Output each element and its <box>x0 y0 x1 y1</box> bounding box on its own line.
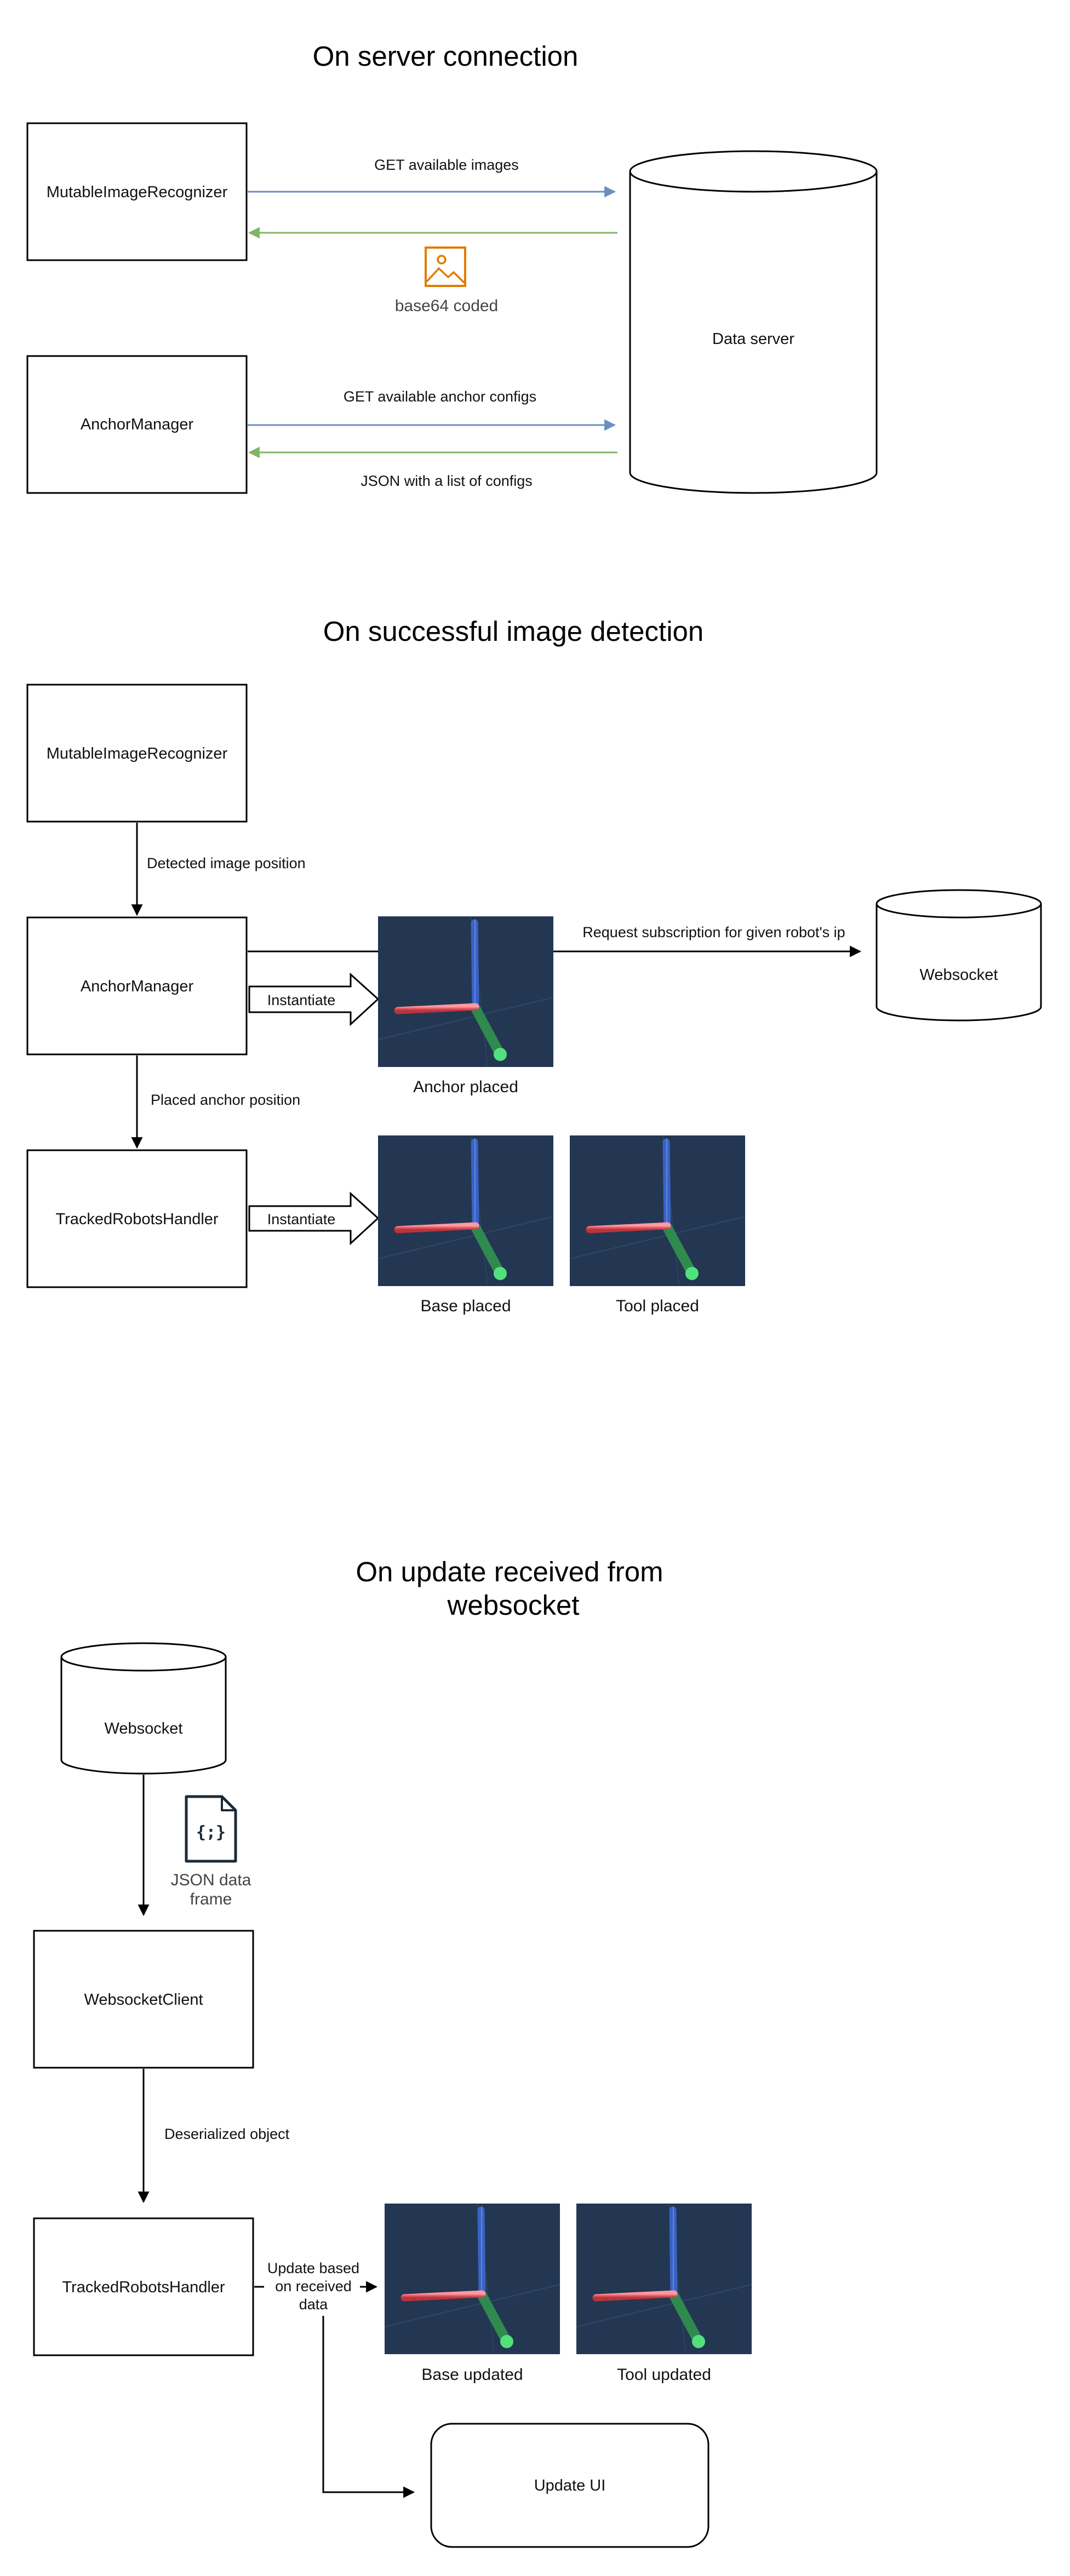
box-label: TrackedRobotsHandler <box>55 1210 218 1228</box>
mutable-image-recognizer-box-1: MutableImageRecognizer <box>26 122 248 261</box>
instantiate-arrow-2: Instantiate <box>248 1191 380 1246</box>
edge-label: on received <box>275 2278 352 2294</box>
tool-placed-caption: Tool placed <box>616 1297 699 1315</box>
section-3-title-line1: On update received from <box>356 1556 663 1587</box>
json-frame-label-line1: JSON data <box>171 1871 251 1889</box>
websocket-client-box: WebsocketClient <box>33 1930 254 2069</box>
update-ui-box: Update UI <box>430 2423 709 2548</box>
tracked-robots-handler-box-1: TrackedRobotsHandler <box>26 1149 248 1288</box>
edge-label: Instantiate <box>267 992 336 1008</box>
edge-label: GET available anchor configs <box>344 388 536 405</box>
box-label: MutableImageRecognizer <box>47 183 228 201</box>
section-2-title: On successful image detection <box>323 616 704 647</box>
configs-response-arrow: JSON with a list of configs <box>248 446 617 489</box>
data-server-cylinder: Data server <box>629 150 878 494</box>
edge-label: GET available images <box>374 157 519 173</box>
box-label: AnchorManager <box>81 416 194 433</box>
edge-label: Placed anchor position <box>151 1092 300 1108</box>
base-updated-caption: Base updated <box>421 2366 523 2384</box>
json-file-icon: {;} <box>185 1795 237 1863</box>
json-icon-glyph: {;} <box>196 1823 226 1842</box>
axis-gizmo-icon-anchor <box>378 916 553 1067</box>
mutable-image-recognizer-box-2: MutableImageRecognizer <box>26 684 248 823</box>
websocket-cylinder-2: Websocket <box>60 1642 227 1775</box>
websocket-cylinder-1: Websocket <box>876 889 1042 1022</box>
edge-label: JSON with a list of configs <box>361 473 533 489</box>
axis-gizmo-icon-tool <box>570 1135 745 1286</box>
base-placed-caption: Base placed <box>420 1297 511 1315</box>
anchor-manager-box-1: AnchorManager <box>26 355 248 494</box>
box-label: TrackedRobotsHandler <box>62 2279 225 2296</box>
edge-label: Update based <box>267 2260 359 2276</box>
box-label: Websocket <box>920 966 998 984</box>
tool-updated-caption: Tool updated <box>617 2366 711 2384</box>
axis-gizmo-icon-base <box>378 1135 553 1286</box>
axis-gizmo-icon-tool-updated <box>576 2204 752 2354</box>
image-icon <box>425 246 466 287</box>
anchor-manager-box-2: AnchorManager <box>26 916 248 1055</box>
base64-label: base64 coded <box>395 297 499 315</box>
edge-label: Instantiate <box>267 1211 336 1227</box>
get-images-arrow: GET available images <box>248 157 616 198</box>
box-label: Websocket <box>105 1720 183 1737</box>
edge-label: Deserialized object <box>164 2126 290 2142</box>
box-label: WebsocketClient <box>84 1991 203 2009</box>
request-subscription-arrow: Request subscription for given robot's i… <box>248 924 862 957</box>
update-gizmo-arrow: Update based on received data <box>254 2260 378 2313</box>
json-frame-label-line2: frame <box>190 1890 232 1908</box>
section-1-title: On server connection <box>313 41 579 72</box>
axis-gizmo-icon-base-updated <box>385 2204 560 2354</box>
deserialized-arrow: Deserialized object <box>138 2069 290 2204</box>
update-ui-arrow <box>322 2316 415 2498</box>
box-label: Data server <box>712 330 794 348</box>
anchor-placed-caption: Anchor placed <box>413 1078 518 1096</box>
get-configs-arrow: GET available anchor configs <box>248 388 616 431</box>
placed-anchor-position-arrow: Placed anchor position <box>131 1055 300 1149</box>
section-3-title-line2: websocket <box>447 1590 580 1621</box>
edge-label: Request subscription for given robot's i… <box>582 924 845 940</box>
edge-label: Detected image position <box>147 855 306 871</box>
box-label: Update UI <box>534 2477 606 2494</box>
edge-label: data <box>299 2296 329 2313</box>
tracked-robots-handler-box-2: TrackedRobotsHandler <box>33 2217 254 2356</box>
box-label: MutableImageRecognizer <box>47 745 228 762</box>
detected-position-arrow: Detected image position <box>131 823 306 916</box>
instantiate-arrow-1: Instantiate <box>248 972 380 1026</box>
box-label: AnchorManager <box>81 978 194 995</box>
